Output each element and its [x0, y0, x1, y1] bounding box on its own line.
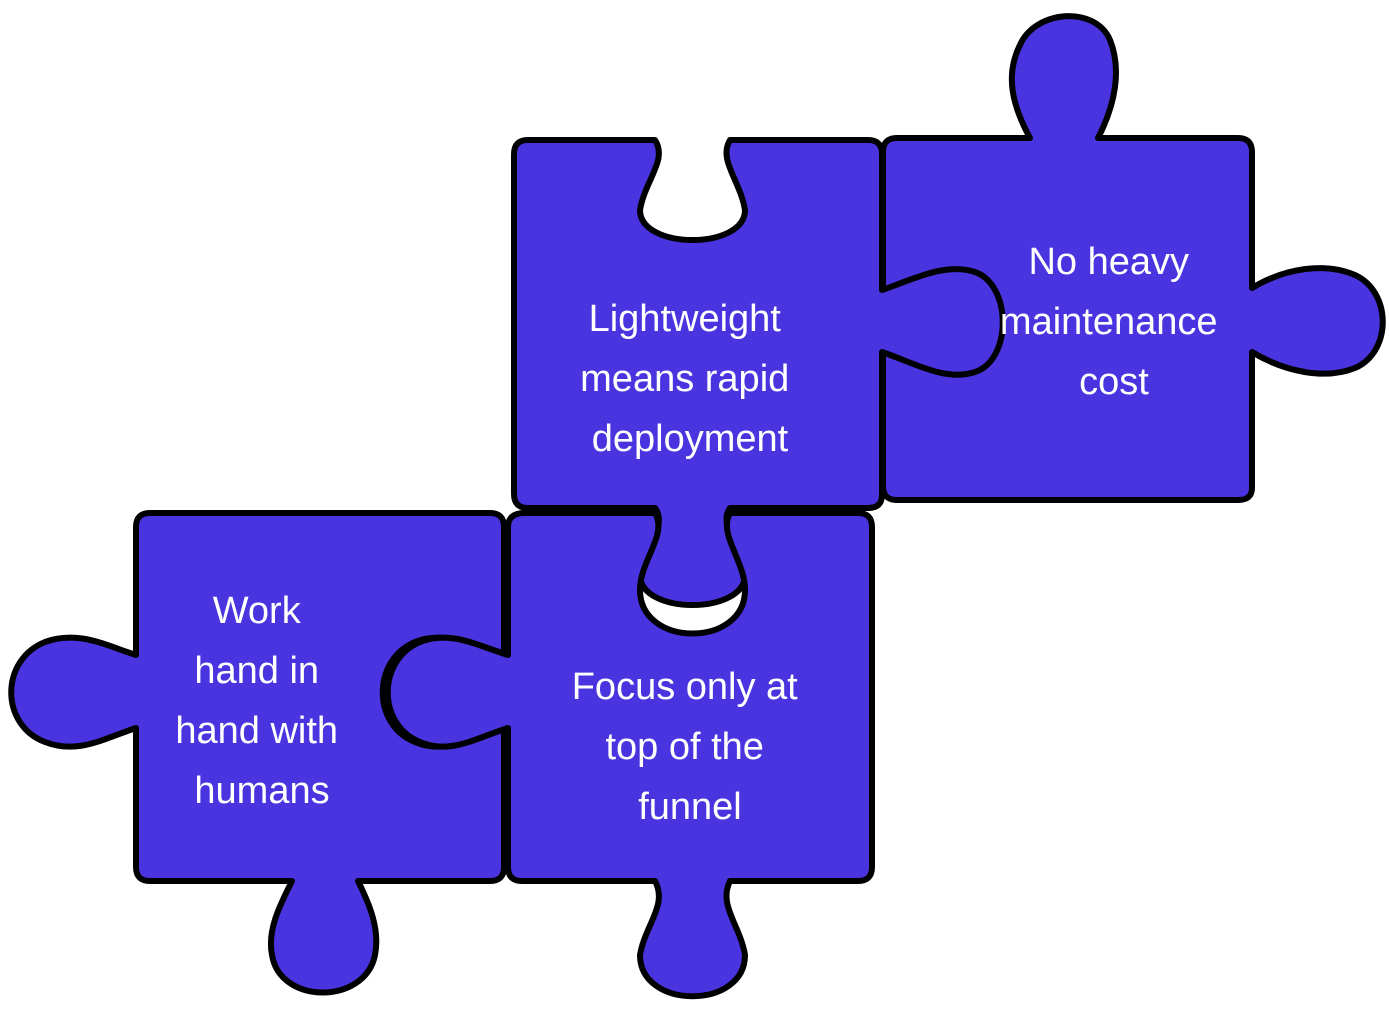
piece-label-bottom-left: Work hand in hand with humans [175, 590, 348, 812]
puzzle-piece-bottom-left [8, 510, 507, 996]
piece-label-top-middle: Lightweight means rapid deployment [580, 298, 800, 460]
piece-label-top-right: No heavy maintenance cost [1000, 241, 1228, 403]
puzzle-piece-top-right [880, 13, 1386, 503]
piece-label-bottom-middle: Focus only at top of the funnel [572, 666, 809, 828]
puzzle-piece-bottom-middle [384, 510, 875, 1000]
